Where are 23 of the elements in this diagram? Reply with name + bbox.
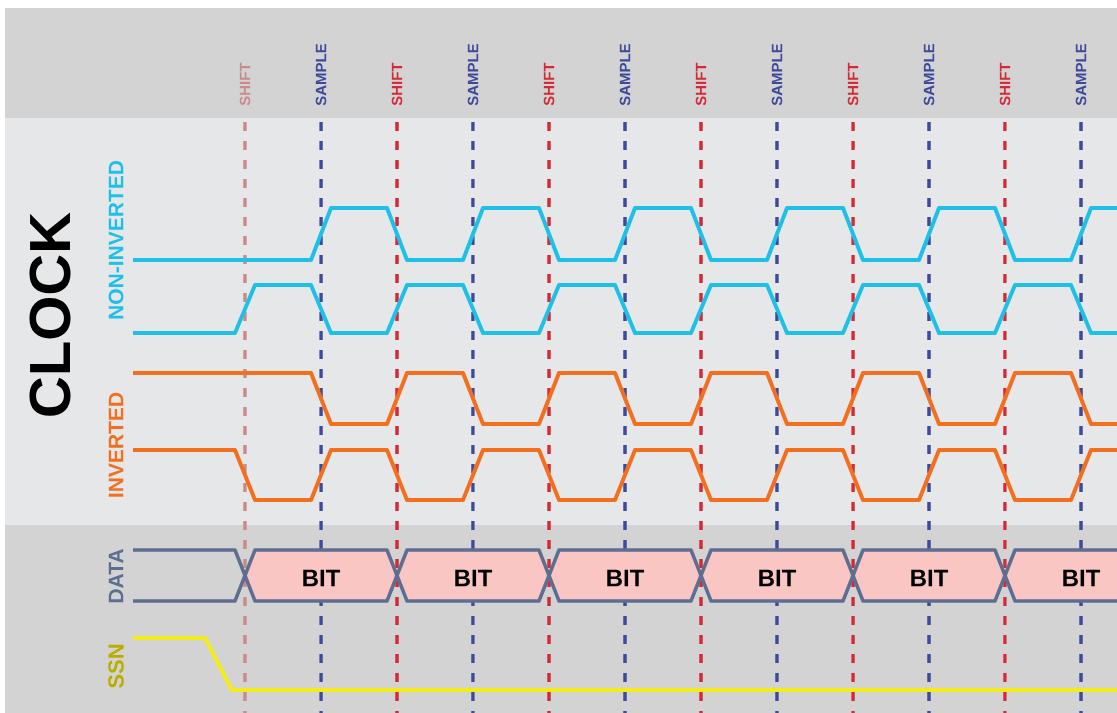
bit-hexagon: BIT (395, 548, 551, 603)
signal-label: DATA (108, 548, 124, 603)
signal-label: SSN (108, 644, 124, 688)
event-label: SHIFT (543, 62, 555, 106)
event-label: SAMPLE (1075, 43, 1087, 106)
event-label: SAMPLE (619, 43, 631, 106)
group-label: CLOCK (29, 212, 71, 416)
event-label: SAMPLE (467, 43, 479, 106)
event-label: SHIFT (999, 62, 1011, 106)
bit-hexagon: BIT (851, 548, 1007, 603)
bit-hexagon: BIT (699, 548, 855, 603)
signal-label: NON-INVERTED (108, 160, 124, 319)
event-label: SAMPLE (771, 43, 783, 106)
event-label: SHIFT (391, 62, 403, 106)
event-label: SHIFT (239, 62, 251, 106)
signal-label: INVERTED (108, 392, 124, 497)
event-label: SHIFT (695, 62, 707, 106)
event-label: SHIFT (847, 62, 859, 106)
bit-hexagon: BIT (243, 548, 399, 603)
bit-hexagon: BIT (1003, 548, 1117, 603)
event-label: SAMPLE (923, 43, 935, 106)
event-label: SAMPLE (315, 43, 327, 106)
bit-hexagon: BIT (547, 548, 703, 603)
